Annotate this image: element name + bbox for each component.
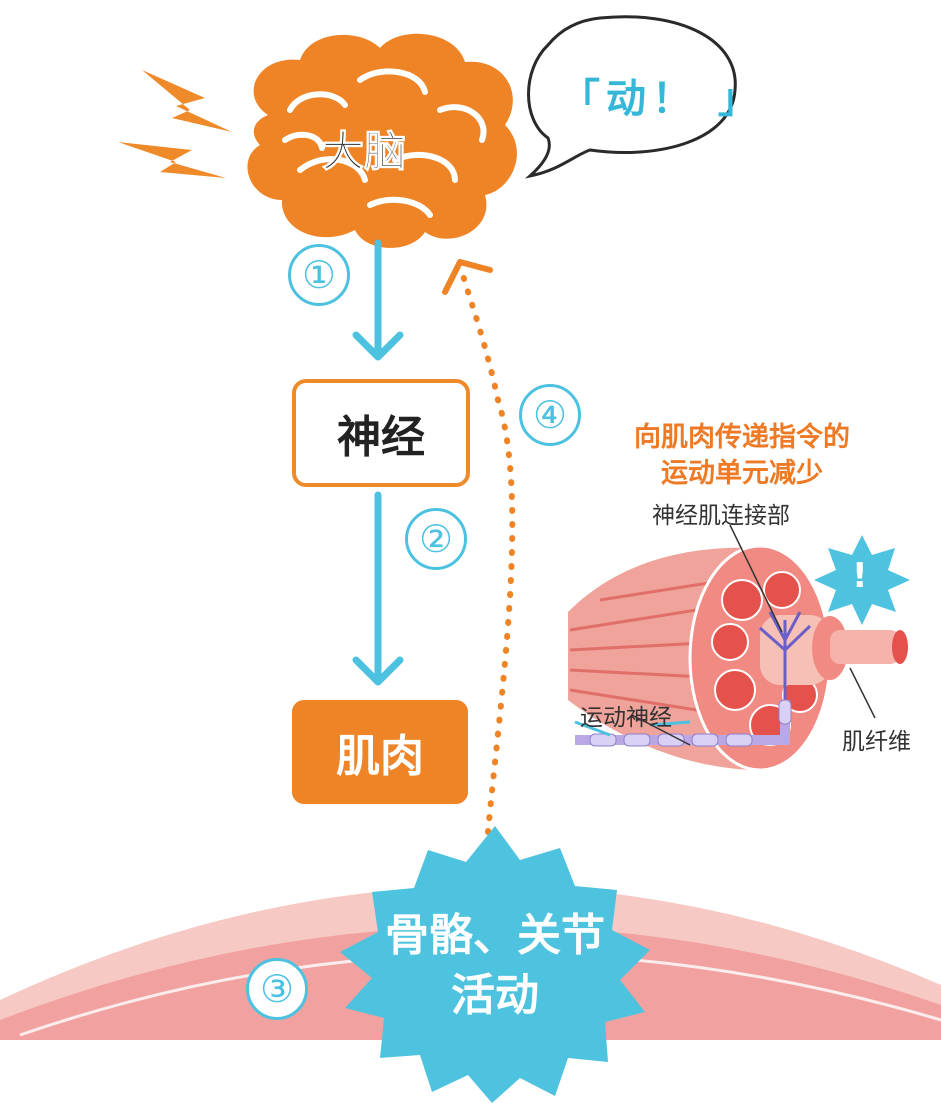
brain-label: 大脑 <box>321 127 407 177</box>
inset-title-line-1: 向肌肉传递指令的 <box>634 422 850 453</box>
result-line-1: 骨骼、关节 <box>385 910 605 961</box>
inset-title: 向肌肉传递指令的 运动单元减少 <box>592 420 892 492</box>
step-3-badge: ③ <box>246 958 308 1020</box>
step-4-badge: ④ <box>519 384 581 446</box>
label-junction: 神经肌连接部 <box>652 503 790 529</box>
lightning-icon <box>118 70 232 178</box>
muscle-label: 肌肉 <box>336 731 424 782</box>
muscle-box: 肌肉 <box>292 700 468 804</box>
arrow-brain-to-nerve <box>352 239 404 361</box>
result-text: 骨骼、关节 活动 <box>350 906 640 1026</box>
inset-title-line-2: 运动单元减少 <box>661 458 823 489</box>
feedback-arrow <box>442 259 516 835</box>
alert-icon: ! <box>852 556 868 596</box>
alert-burst <box>814 535 910 625</box>
result-burst <box>340 826 650 1103</box>
brain-icon <box>247 33 517 248</box>
nerve-box: 神经 <box>292 379 470 487</box>
label-muscle-fiber: 肌纤维 <box>842 729 911 755</box>
result-line-2: 活动 <box>451 970 539 1021</box>
muscle-cross-section <box>568 524 908 772</box>
label-motor-nerve: 运动神经 <box>580 705 672 731</box>
arrow-nerve-to-muscle <box>352 491 404 686</box>
speech-bubble-shape <box>524 15 737 179</box>
nerve-label: 神经 <box>337 412 425 463</box>
speech-bubble-text: 「动！ 」 <box>560 76 764 122</box>
step-2-badge: ② <box>405 508 467 570</box>
step-1-badge: ① <box>288 244 350 306</box>
